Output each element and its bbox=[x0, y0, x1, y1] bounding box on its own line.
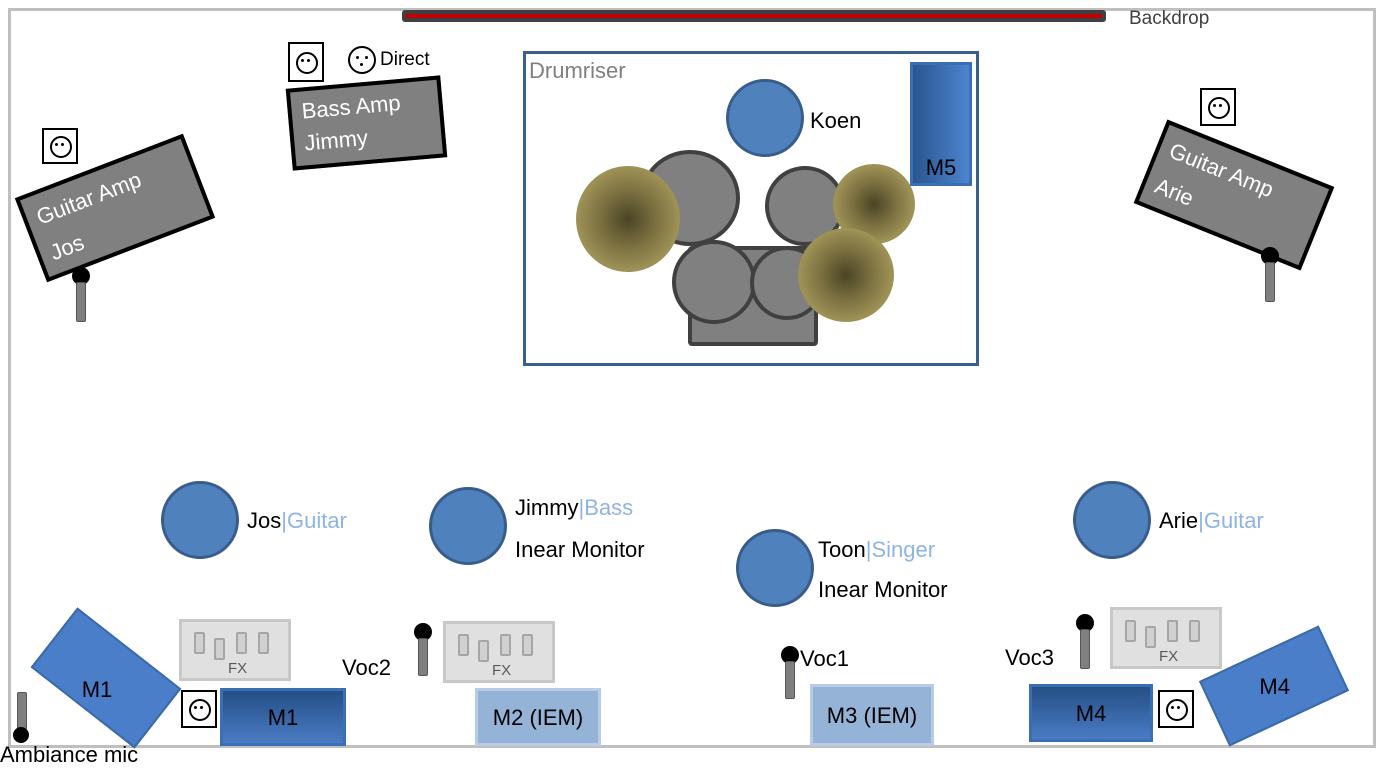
power-outlet-icon bbox=[288, 42, 324, 82]
fx-label: FX bbox=[228, 660, 248, 677]
ambiance-mic-icon bbox=[13, 727, 29, 743]
mic-icon bbox=[72, 267, 90, 285]
monitor-m4: M4 bbox=[1029, 684, 1153, 742]
mic-icon bbox=[781, 646, 799, 664]
floor-tom bbox=[672, 240, 756, 324]
monitor-label: M3 (IEM) bbox=[826, 703, 918, 728]
voc1-label: Voc1 bbox=[800, 646, 849, 671]
ambiance-mic-stand bbox=[17, 692, 27, 730]
direct-label: Direct bbox=[380, 49, 430, 70]
drummer-koen bbox=[726, 79, 804, 157]
musician-arie bbox=[1073, 481, 1151, 559]
fx-pedalboard: FX bbox=[1110, 607, 1222, 669]
mic-stand bbox=[1080, 629, 1090, 669]
musician-jos bbox=[161, 481, 239, 559]
monitor-label: M1 bbox=[267, 705, 299, 730]
mic-stand bbox=[1265, 262, 1275, 302]
mic-icon bbox=[1261, 247, 1279, 265]
musician-jimmy-label: Jimmy|Bass bbox=[515, 495, 634, 520]
musician-arie-label: Arie|Guitar bbox=[1159, 508, 1264, 533]
mic-stand bbox=[785, 661, 795, 699]
monitor-label: M4 bbox=[1075, 701, 1107, 726]
musician-jimmy-note: Inear Monitor bbox=[515, 537, 645, 562]
monitor-label: M5 bbox=[925, 155, 957, 180]
monitor-m1: M1 bbox=[220, 688, 346, 746]
musician-toon-note: Inear Monitor bbox=[818, 577, 948, 602]
power-outlet-icon bbox=[42, 128, 78, 164]
mic-icon bbox=[414, 623, 432, 641]
fx-pedalboard: FX bbox=[443, 621, 555, 683]
voc2-label: Voc2 bbox=[342, 655, 391, 680]
power-outlet-icon bbox=[1158, 690, 1194, 728]
musician-jos-label: Jos|Guitar bbox=[247, 508, 347, 533]
monitor-label: M1 bbox=[81, 676, 113, 702]
mic-stand bbox=[418, 638, 428, 676]
monitor-m3-iem: M3 (IEM) bbox=[810, 684, 934, 746]
ambiance-mic-label: Ambiance mic bbox=[0, 742, 139, 767]
musician-toon-label: Toon|Singer bbox=[818, 537, 936, 562]
fx-pedalboard: FX bbox=[179, 619, 291, 681]
fx-label: FX bbox=[1159, 648, 1179, 665]
monitor-m2-iem: M2 (IEM) bbox=[475, 688, 601, 746]
bass-amp-jimmy: Bass Amp Jimmy bbox=[285, 75, 448, 171]
musician-toon bbox=[736, 529, 814, 607]
cymbal bbox=[576, 166, 680, 272]
power-outlet-icon bbox=[1200, 88, 1236, 126]
backdrop-line bbox=[406, 14, 1102, 18]
backdrop-label: Backdrop bbox=[1129, 8, 1210, 29]
mic-stand bbox=[76, 282, 86, 322]
drummer-name: Koen bbox=[810, 108, 862, 133]
fx-label: FX bbox=[492, 662, 512, 679]
voc3-label: Voc3 bbox=[1005, 645, 1054, 670]
power-outlet-icon bbox=[181, 690, 217, 728]
monitor-label: M2 (IEM) bbox=[492, 705, 584, 730]
cymbal bbox=[798, 228, 894, 322]
monitor-m5: M5 bbox=[910, 62, 972, 186]
musician-jimmy bbox=[429, 487, 507, 565]
stage-outline bbox=[8, 8, 1376, 748]
drumriser-label: Drumriser bbox=[529, 58, 626, 83]
mic-icon bbox=[1076, 614, 1094, 632]
monitor-label: M4 bbox=[1259, 673, 1290, 699]
xlr-direct-icon bbox=[348, 46, 376, 74]
